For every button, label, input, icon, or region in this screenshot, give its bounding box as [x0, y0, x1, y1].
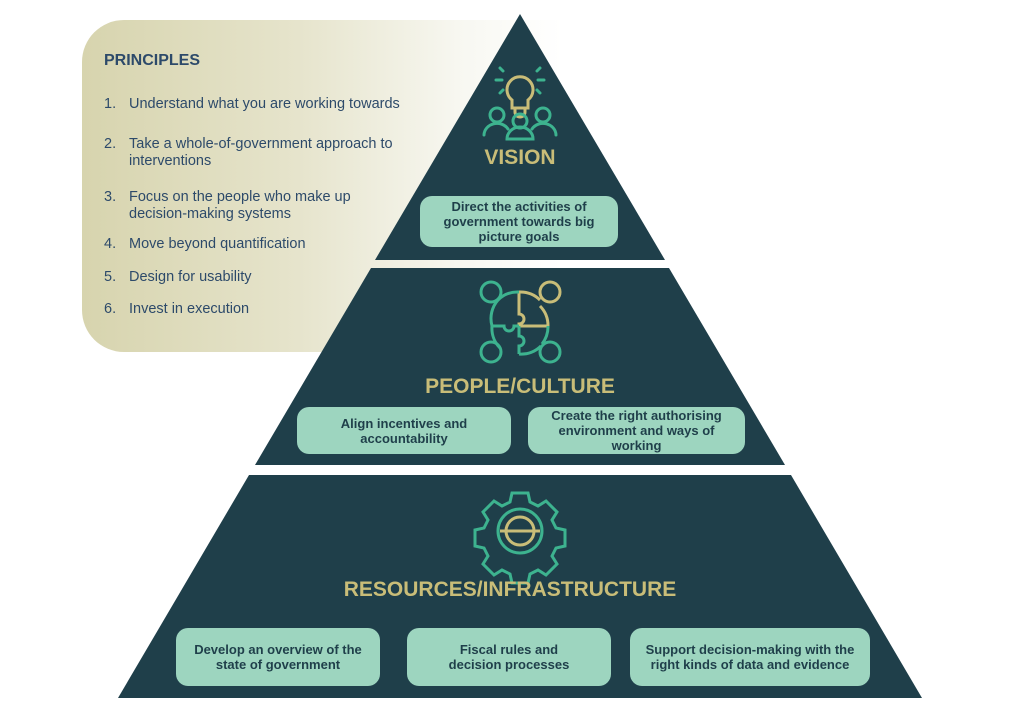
tier-title-people: PEOPLE/CULTURE — [425, 375, 615, 398]
principle-number: 4. — [104, 236, 117, 252]
principle-text: Design for usability — [129, 269, 252, 285]
principle-text: Understand what you are working towards — [129, 96, 400, 112]
principle-text: Focus on the people who make up decision… — [129, 189, 351, 222]
tier-title-resources: RESOURCES/INFRASTRUCTURE — [343, 578, 677, 601]
principle-text: Move beyond quantification — [129, 236, 306, 252]
principle-number: 1. — [104, 96, 117, 112]
resources-box: Support decision-making with the right k… — [630, 628, 870, 686]
principle-item: 5. Design for usability — [104, 269, 252, 286]
principles-title: PRINCIPLES — [104, 52, 201, 69]
principle-text: Invest in execution — [129, 301, 250, 317]
resources-box: Fiscal rules and decision processes — [407, 628, 611, 686]
lightbulb-people-icon — [482, 66, 558, 141]
gear-icon — [473, 491, 567, 585]
principle-item: 1. Understand what you are working toward… — [104, 96, 400, 113]
principle-number: 2. — [104, 136, 117, 152]
people-box: Align incentives and accountability — [297, 407, 511, 454]
principle-item: 4. Move beyond quantification — [104, 236, 306, 253]
principle-item: 6. Invest in execution — [104, 301, 249, 318]
principle-number: 3. — [104, 189, 117, 205]
principle-text: Take a whole-of-government approach to i… — [129, 136, 393, 169]
people-box: Create the right authorising environment… — [528, 407, 745, 454]
tier-title-vision: VISION — [484, 146, 556, 169]
principle-item: 3. Focus on the people who make up decisi… — [104, 189, 384, 223]
principle-number: 6. — [104, 301, 117, 317]
principle-number: 5. — [104, 269, 117, 285]
principle-item: 2. Take a whole-of-government approach to… — [104, 136, 404, 170]
puzzle-network-icon — [479, 280, 562, 364]
resources-box: Develop an overview of the state of gove… — [176, 628, 380, 686]
vision-box: Direct the activities of government towa… — [420, 196, 618, 247]
